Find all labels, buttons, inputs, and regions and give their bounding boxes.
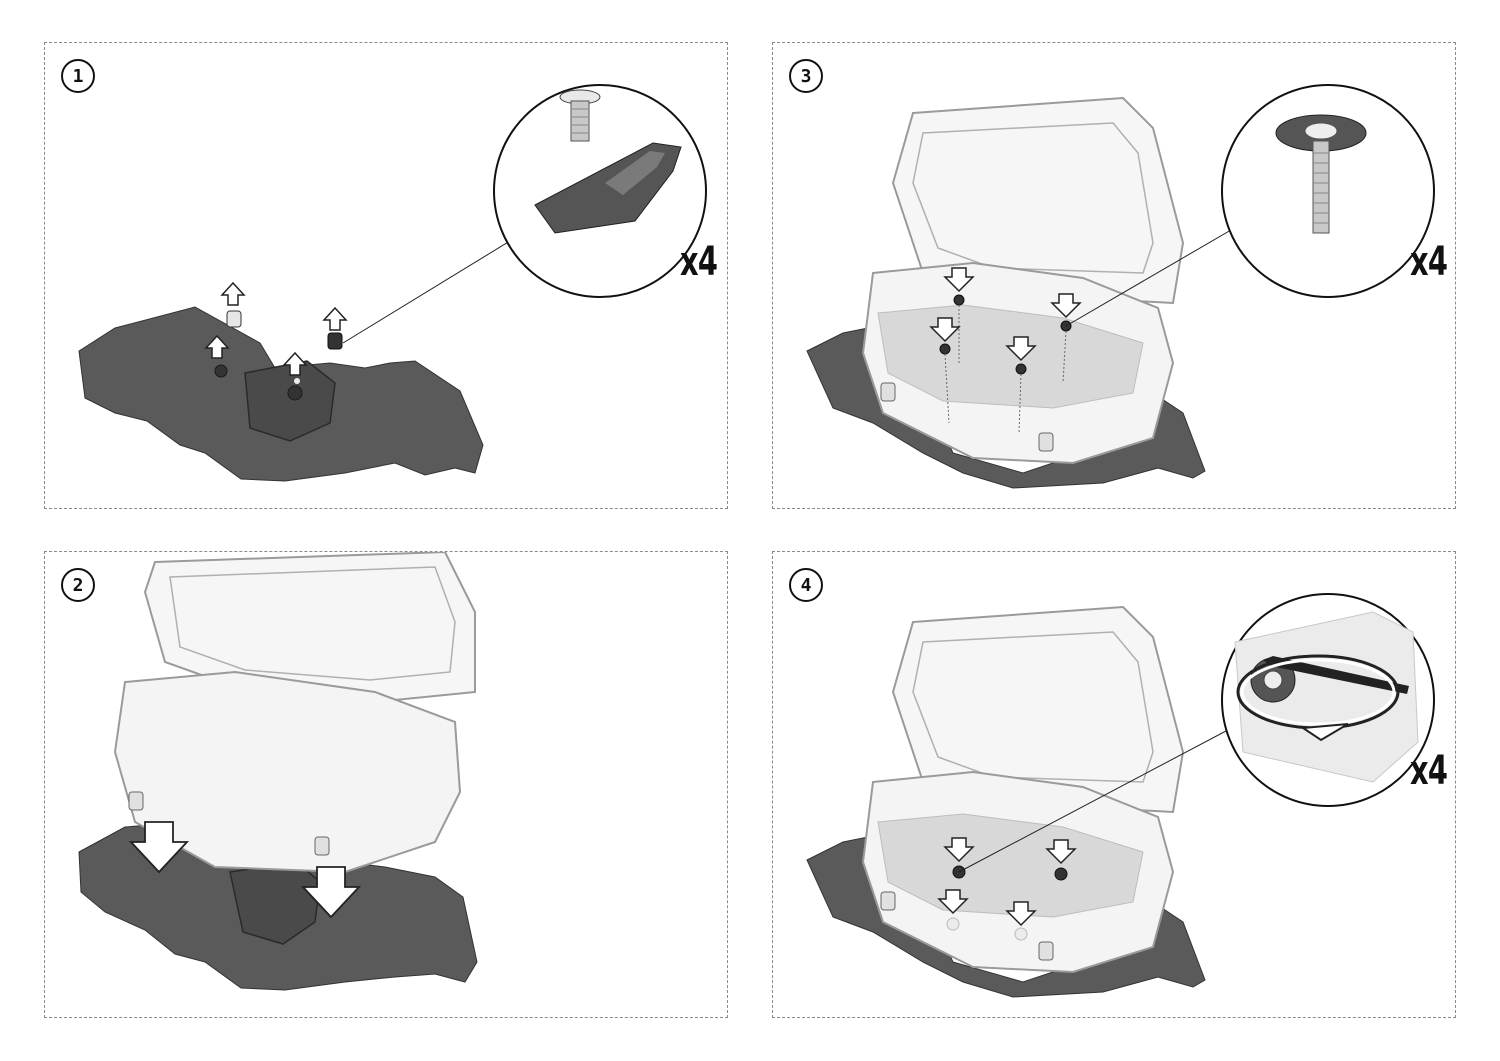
screw-icon [946, 917, 1028, 941]
step-number-badge: 2 [61, 568, 95, 602]
rubber-spacer [327, 332, 343, 350]
arrow-down-icon [929, 267, 1082, 362]
case-latch [880, 891, 896, 911]
case-latch [880, 382, 896, 402]
case-body [113, 670, 462, 874]
rubber-spacer [226, 310, 242, 328]
step-3-illustration [806, 84, 1435, 489]
screw-icon [1312, 140, 1330, 234]
case-latch [1038, 941, 1054, 961]
case-latch [1038, 432, 1054, 452]
case-lid [891, 96, 1185, 305]
step-number-badge: 4 [789, 568, 823, 602]
step-1-illustration [78, 84, 707, 482]
quantity-label: x4 [680, 239, 718, 285]
mount-hole [214, 364, 228, 378]
step-number-badge: 1 [61, 59, 95, 93]
arrow-down-icon [128, 821, 362, 919]
step-2-panel: 2 [44, 551, 728, 1018]
case-lid [891, 605, 1185, 814]
arrow-up-icon [204, 281, 348, 376]
step-4-illustration [806, 593, 1435, 998]
case-latch [314, 836, 330, 856]
hex-key-icon [1263, 656, 1409, 694]
step-1-panel: 1 x4 [44, 42, 728, 509]
step-2-illustration [78, 552, 478, 991]
mount-recess [244, 360, 336, 442]
step-3-panel: 3 x4 [772, 42, 1456, 509]
quantity-label: x4 [1410, 239, 1448, 285]
step-4-panel: 4 x4 [772, 551, 1456, 1018]
mount-hole [294, 378, 300, 384]
case-latch [128, 791, 144, 811]
step-number-badge: 3 [789, 59, 823, 93]
quantity-label: x4 [1410, 748, 1448, 794]
screw-icon [559, 89, 601, 142]
mount-hole [287, 385, 303, 401]
arrow-down-icon [937, 837, 1077, 927]
